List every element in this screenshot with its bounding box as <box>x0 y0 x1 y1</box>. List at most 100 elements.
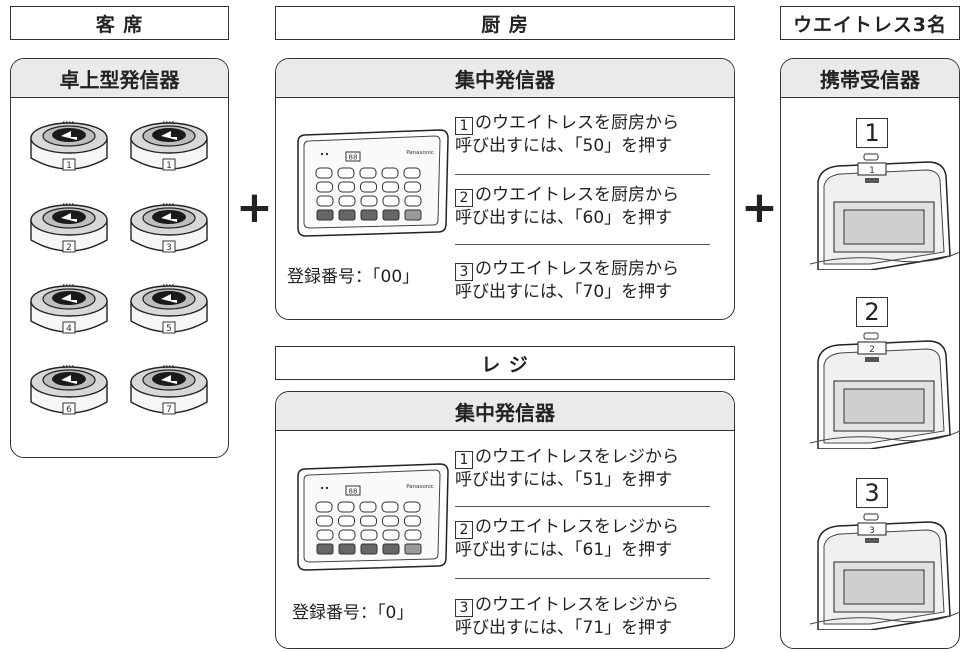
header-seats-label: 客 席 <box>95 13 144 36</box>
device-function-key <box>382 543 400 555</box>
waitress-number-box: 3 <box>455 263 473 281</box>
device-brand-text: Panasonic <box>406 484 434 490</box>
device-key <box>360 529 378 541</box>
transmitter-label: 1 <box>166 161 172 171</box>
kitchen-central-device: 88 Panasonic <box>292 128 452 240</box>
device-display-digits: 88 <box>349 488 358 496</box>
tabletop-transmitter: 2 <box>30 203 108 253</box>
header-waitress-label: ウエイトレス3名 <box>793 13 947 36</box>
instruction-text: 呼び出すには、「61」を押す <box>455 540 673 560</box>
device-key <box>337 501 355 513</box>
device-key <box>360 515 377 527</box>
device-key <box>338 195 356 207</box>
instruction-text: 呼び出すには、「51」を押す <box>455 470 673 490</box>
transmitter-label-box <box>62 402 76 415</box>
transmitter-label: 5 <box>166 324 172 334</box>
transmitter-label: 1 <box>66 161 72 171</box>
device-key <box>404 515 421 527</box>
transmitter-label-box <box>62 321 76 334</box>
device-key <box>315 167 333 179</box>
instruction-text: 呼び出すには、「70」を押す <box>455 282 673 302</box>
device-key <box>337 167 355 179</box>
device-key <box>404 181 421 193</box>
transmitter-label-box <box>162 240 176 253</box>
device-brand-text: Panasonic <box>406 150 434 156</box>
device-function-key <box>360 543 378 555</box>
device-key <box>338 529 356 541</box>
portable-receiver-drawing: 1 <box>809 153 961 271</box>
device-key <box>338 181 355 193</box>
receiver-device-label: 3 <box>869 526 875 536</box>
header-seats: 客 席 <box>10 6 229 40</box>
receiver-number-2: 2 <box>856 297 888 327</box>
device-function-key <box>316 209 334 221</box>
waitress-number-box: 2 <box>455 189 473 207</box>
kitchen-separator <box>455 174 710 176</box>
device-key <box>381 501 399 513</box>
instruction-text: のウエイトレスを厨房から <box>475 113 679 133</box>
central-transmitter-drawing: 88 Panasonic <box>297 129 449 237</box>
device-key <box>316 515 333 527</box>
transmitter-label-box <box>162 402 176 415</box>
device-key <box>316 529 334 541</box>
device-function-key <box>404 543 422 555</box>
plus-sign-left: + <box>236 182 273 233</box>
transmitter-label-box <box>162 321 176 334</box>
kitchen-separator <box>455 244 710 246</box>
header-kitchen-label: 厨 房 <box>481 13 529 36</box>
panel-kitchen-title: 集中発信器 <box>276 59 734 98</box>
panel-tabletop-title: 卓上型発信器 <box>11 59 228 98</box>
central-transmitter-drawing: 88 Panasonic <box>297 463 449 571</box>
panel-register-title: 集中発信器 <box>276 392 734 431</box>
register-registration-number: 登録番号：「0」 <box>292 603 414 623</box>
register-separator <box>455 506 710 508</box>
waitress-number-box: 3 <box>455 599 473 617</box>
kitchen-registration-number: 登録番号：「00」 <box>287 267 420 287</box>
receiver-screen <box>843 569 925 605</box>
tabletop-transmitter: 3 <box>130 203 208 253</box>
instruction-text: 呼び出すには、「71」を押す <box>455 618 673 638</box>
portable-receiver: 3 <box>809 512 961 631</box>
instruction-text: のウエイトレスをレジから <box>475 595 679 615</box>
device-function-key <box>316 543 334 555</box>
device-key <box>316 181 333 193</box>
device-function-key <box>338 209 356 221</box>
device-key <box>404 195 422 207</box>
device-key <box>359 501 377 513</box>
tabletop-transmitter: 6 <box>30 365 108 415</box>
device-key <box>382 181 399 193</box>
receiver-device-label: 2 <box>869 345 875 355</box>
portable-receiver-drawing: 3 <box>809 513 961 631</box>
transmitter-label: 3 <box>166 243 172 253</box>
header-waitress: ウエイトレス3名 <box>780 6 960 40</box>
tabletop-transmitter: 5 <box>130 284 208 334</box>
device-key <box>404 529 422 541</box>
header-register: レ ジ <box>275 346 735 380</box>
device-key <box>315 501 333 513</box>
header-kitchen: 厨 房 <box>275 6 735 40</box>
waitress-number-box: 1 <box>455 451 473 469</box>
header-register-label: レ ジ <box>481 353 529 376</box>
transmitter-label: 7 <box>166 405 172 415</box>
device-display-digits: 88 <box>349 154 358 162</box>
tabletop-transmitter: 1 <box>130 121 208 171</box>
device-function-key <box>382 209 400 221</box>
device-function-key <box>338 543 356 555</box>
transmitter-label: 2 <box>66 243 72 253</box>
device-key <box>403 167 421 179</box>
device-function-key <box>360 209 378 221</box>
transmitter-label-box <box>162 158 176 171</box>
register-central-device: 88 Panasonic <box>292 462 452 574</box>
portable-receiver: 1 <box>809 152 961 271</box>
instruction-text: のウエイトレスを厨房から <box>475 259 679 279</box>
portable-receiver-drawing: 2 <box>809 332 961 450</box>
plus-sign-right: + <box>741 182 778 233</box>
panel-portable-title: 携帯受信器 <box>781 59 959 98</box>
device-key <box>360 181 377 193</box>
receiver-number-3: 3 <box>856 478 888 508</box>
